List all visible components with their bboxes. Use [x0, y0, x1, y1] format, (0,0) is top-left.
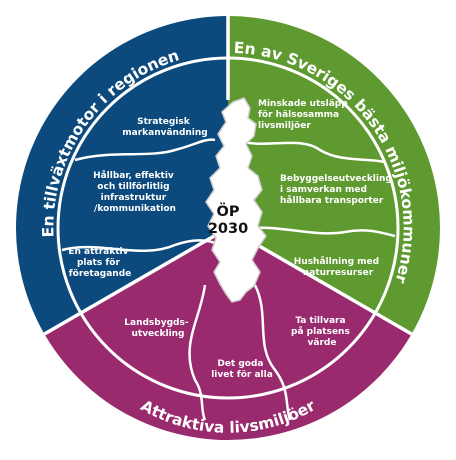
segment-dividers	[61, 138, 396, 421]
sector-blue	[15, 16, 228, 334]
sector-green	[228, 16, 441, 334]
segment-label-det-goda-livet: Det goda livet för alla	[211, 359, 273, 380]
segment-label-bebyggelseutveckling: Bebyggelseutveckling i samverkan med hål…	[280, 174, 395, 206]
segment-label-attraktiv-plats: En attraktiv plats för företagande	[68, 247, 131, 279]
center-label-line1: ÖP	[217, 202, 240, 220]
segment-label-ta-tillvara: Ta tillvara på platsens värde	[291, 316, 353, 348]
segment-labels: Strategisk markanvändning Hållbar, effek…	[68, 99, 395, 380]
municipality-map-shape	[205, 97, 267, 303]
segment-label-hushallning: Hushållning med naturresurser	[294, 256, 383, 278]
segment-label-hallbar-infrastruktur: Hållbar, effektiv och tillförlitlig infr…	[93, 170, 177, 214]
center-label-line2: 2030	[208, 221, 248, 237]
segment-label-landsbygdsutveckling: Landsbygds- utveckling	[124, 318, 191, 339]
segment-label-minskade-utslapp: Minskade utsläpp för hälsosamma livsmilj…	[258, 99, 351, 131]
segment-label-strategisk-markanvandning: Strategisk markanvändning	[122, 117, 208, 138]
